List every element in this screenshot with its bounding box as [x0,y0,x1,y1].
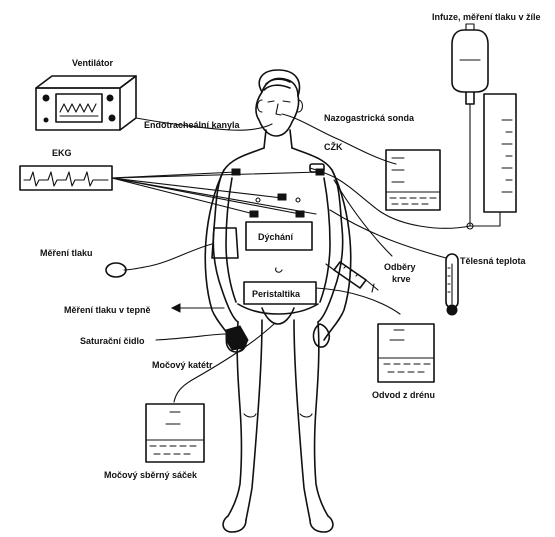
arterial-bp-arrow [172,304,180,312]
breathing-label: Dýchání [258,232,294,242]
ekg-trace [24,172,108,186]
ventilator-waveform [60,104,96,112]
peristalsis-label: Peristaltika [252,289,301,299]
knee-right [300,414,312,417]
ventilator-knob [43,95,49,101]
nasogastric-label: Nazogastrická sonda [324,113,415,123]
ekg-monitor [20,166,112,190]
bp-measure-label: Měření tlaku [40,248,93,258]
leg-right [294,320,328,520]
drain-line [316,288,400,314]
cvp-manometer [467,94,516,229]
nasogastric-container [386,150,440,210]
urine-bag [146,404,204,462]
infusion-bag [310,24,488,228]
nipple-left [256,198,260,202]
human-figure [205,70,351,532]
saturation-label: Saturační čidlo [80,336,145,346]
knee-left [244,414,256,417]
drain-label: Odvod z drénu [372,390,435,400]
bp-cuff [106,228,238,277]
blood-sampling-label-2: krve [392,274,411,284]
foot-right [310,516,333,532]
ekg-label: EKG [52,148,72,158]
drain-container [378,324,434,382]
urine-bag-label: Močový sběrný sáček [104,470,198,480]
czk-label: CŽK [324,141,343,152]
pelvis-outline [238,304,318,324]
bp-bulb [106,263,126,277]
endotracheal-label: Endotracheální kanyla [144,120,241,130]
hair [262,79,298,97]
blood-sampling-label-1: Odběry [384,262,416,272]
foot-left [223,516,246,532]
body-temp-label: Tělesná teplota [460,256,527,266]
urinary-catheter-label: Močový katétr [152,360,213,370]
ear-left [258,100,263,112]
ventilator-device [36,76,136,130]
nipple-right [296,198,300,202]
eyes [268,101,290,102]
ventilator-label: Ventilátor [72,58,114,68]
navel [276,268,282,272]
blood-sampling-syringe [326,262,378,292]
infusion-label: Infuze, měření tlaku v žíle [432,12,541,22]
arterial-bp-label: Měření tlaku v tepně [64,305,151,315]
nose [276,104,281,115]
